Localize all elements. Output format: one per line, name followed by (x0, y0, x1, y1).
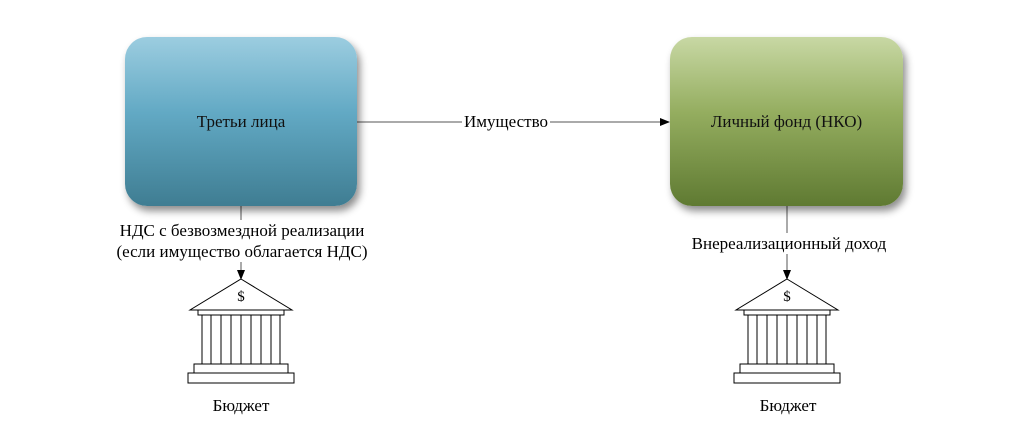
node-personal-fund: Личный фонд (НКО) (670, 37, 903, 206)
edge-label-property: Имущество (462, 111, 550, 132)
budget-label-left: Бюджет (212, 396, 270, 415)
node-third-parties: Третьи лица (125, 37, 357, 206)
budget-dollar-symbol: $ (237, 289, 245, 305)
budget-dollar-symbol: $ (783, 289, 791, 305)
edge-label-vat: НДС с безвозмездной реализации (если иму… (87, 220, 397, 262)
edge-label-non-operating-income: Внереализационный доход (666, 233, 912, 254)
bank-building-icon: $ (733, 278, 841, 384)
node-personal-fund-label: Личный фонд (НКО) (710, 111, 863, 131)
edge-label-vat-line1: НДС с безвозмездной реализации (119, 221, 365, 240)
node-third-parties-label: Третьи лица (196, 111, 286, 131)
budget-label-right: Бюджет (759, 396, 817, 415)
edge-label-vat-line2: (если имущество облагается НДС) (116, 242, 368, 261)
bank-building-icon: $ (187, 278, 295, 384)
